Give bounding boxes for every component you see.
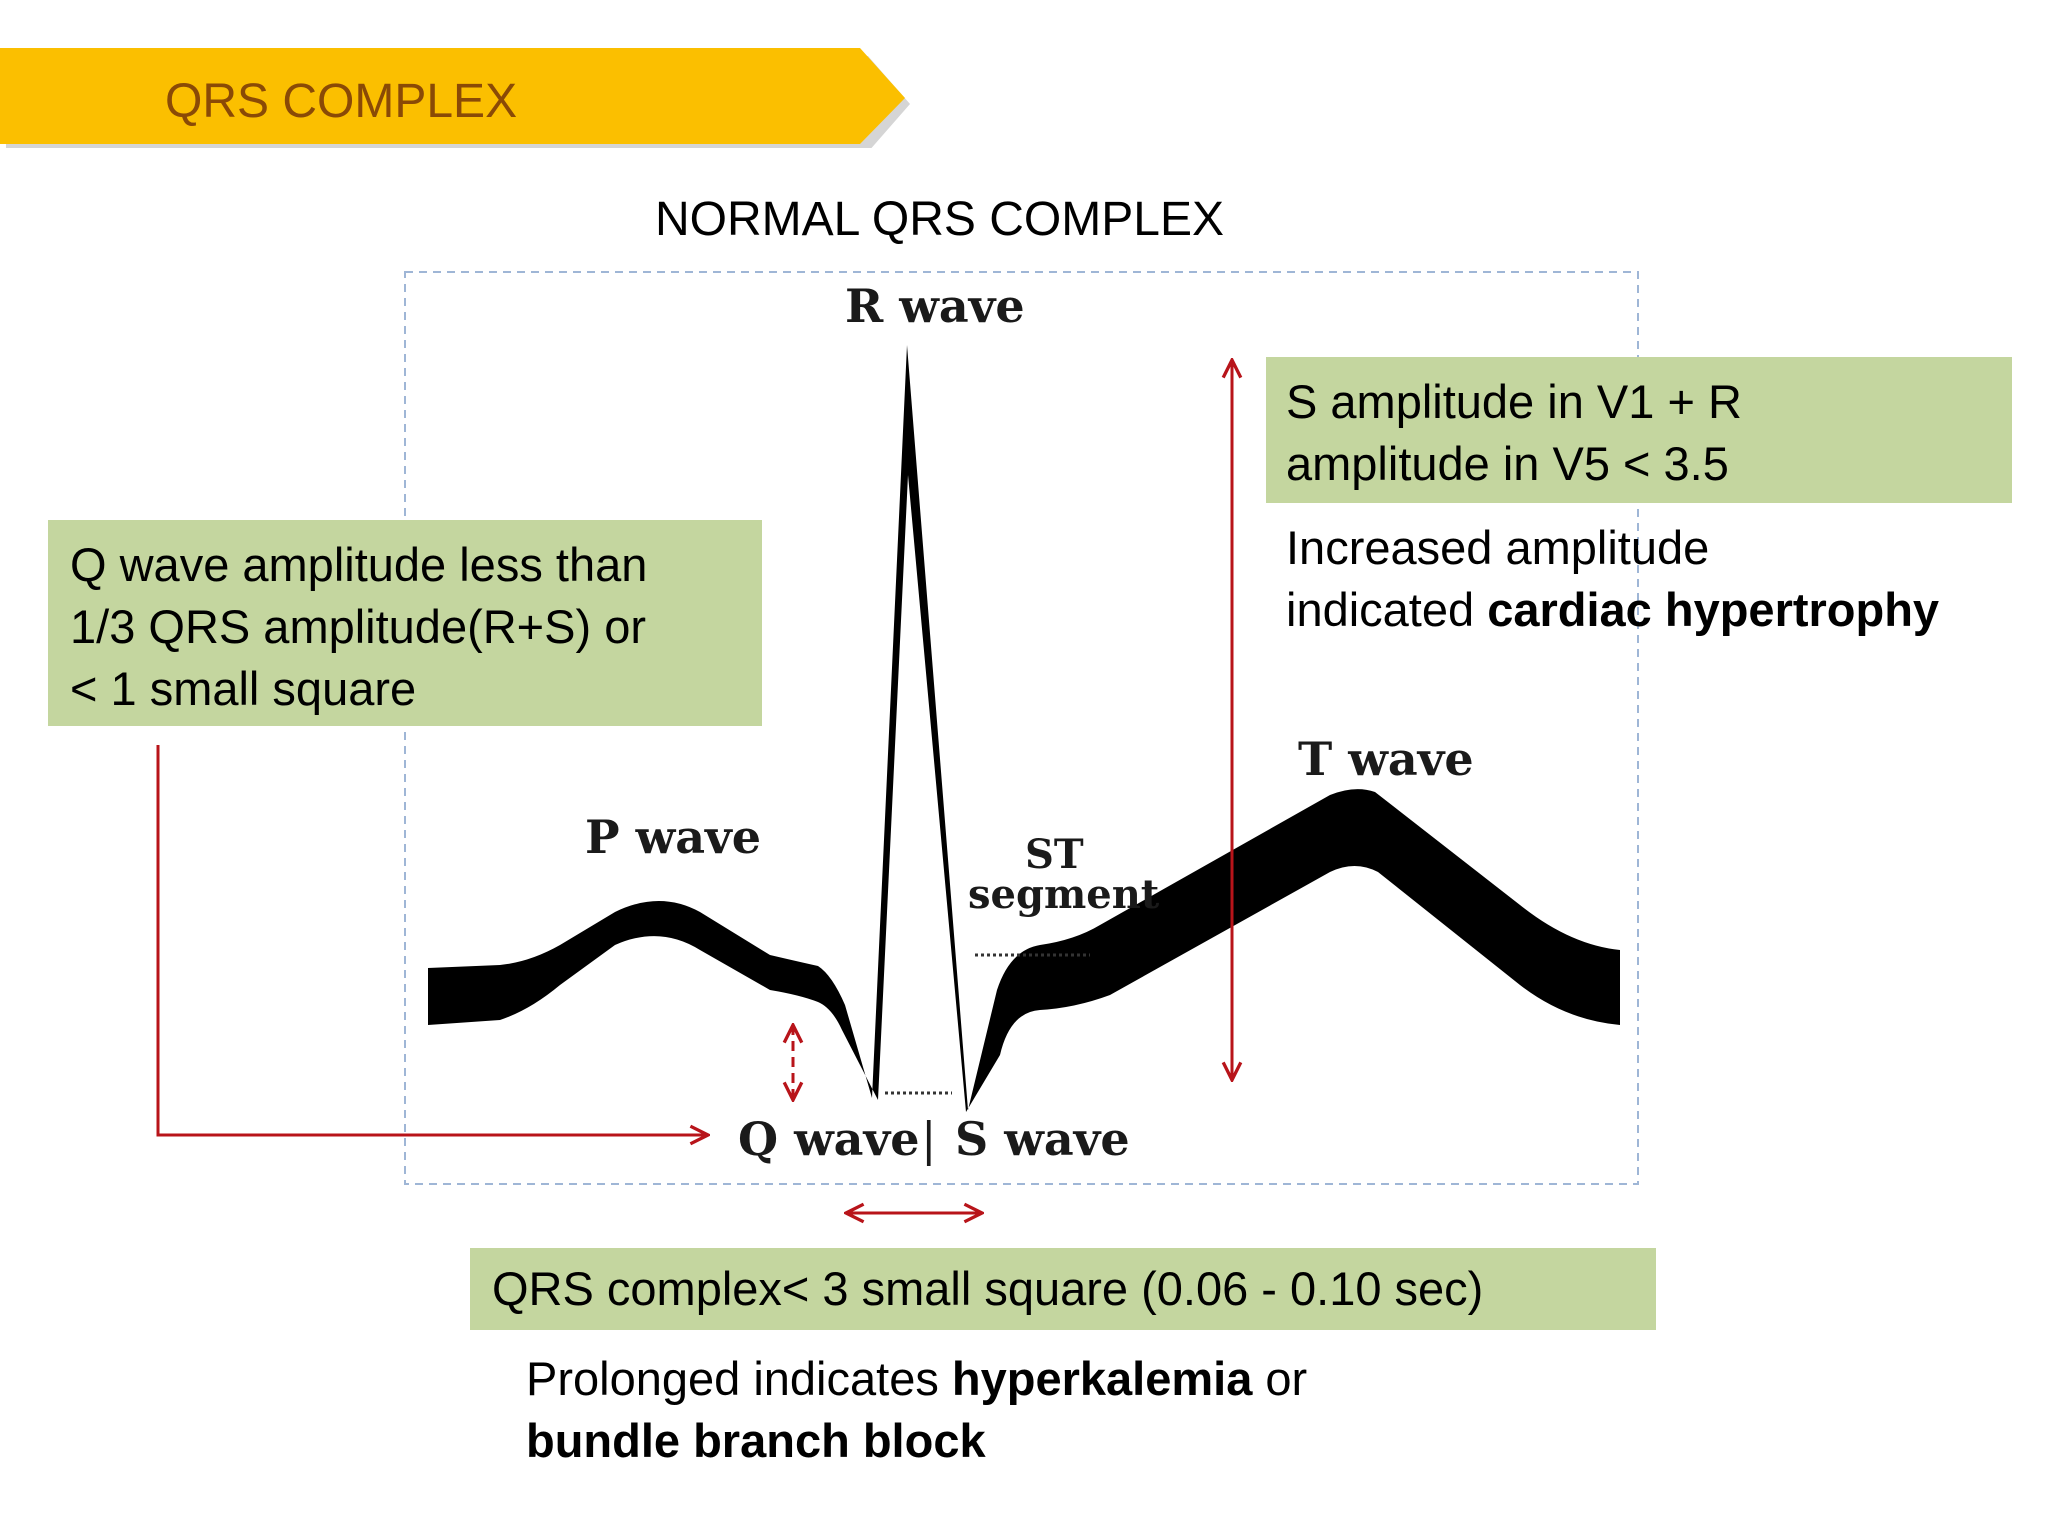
diagram-title: NORMAL QRS COMPLEX	[655, 193, 1224, 246]
amplitude-note-line1: Increased amplitude	[1286, 521, 1710, 574]
qs-separator: |	[921, 1112, 937, 1166]
amplitude-note: Increased amplitude indicated cardiac hy…	[1286, 517, 1939, 641]
duration-note-line1: Prolonged indicates hyperkalemia or	[526, 1348, 1307, 1410]
q-wave-label: Q wave	[738, 1112, 919, 1166]
amplitude-callout-line2: amplitude in V5 < 3.5	[1286, 437, 1729, 490]
amplitude-note-bold: cardiac hypertrophy	[1487, 583, 1940, 636]
duration-note: Prolonged indicates hyperkalemia or bund…	[526, 1348, 1307, 1472]
amplitude-note-line2: indicated cardiac hypertrophy	[1286, 579, 1939, 641]
duration-note-prefix: Prolonged indicates	[526, 1352, 952, 1405]
t-wave-label: T wave	[1298, 732, 1474, 786]
duration-callout-text: QRS complex< 3 small square (0.06 - 0.10…	[492, 1262, 1484, 1315]
amplitude-note-prefix: indicated	[1286, 583, 1488, 636]
p-wave-label: P wave	[585, 810, 761, 864]
ecg-waveform	[428, 345, 1620, 1112]
q-wave-callout-line3: < 1 small square	[70, 662, 417, 715]
q-wave-callout-line1: Q wave amplitude less than	[70, 538, 648, 591]
duration-note-line2: bundle branch block	[526, 1410, 1307, 1472]
st-label-line1: ST	[1025, 831, 1084, 878]
q-wave-callout-line2: 1/3 QRS amplitude(R+S) or	[70, 600, 646, 653]
duration-note-mid: or	[1252, 1352, 1308, 1405]
s-wave-label: S wave	[955, 1112, 1130, 1166]
duration-note-bold2: bundle branch block	[526, 1414, 986, 1467]
amplitude-callout: S amplitude in V1 + R amplitude in V5 < …	[1266, 357, 2012, 503]
r-wave-label: R wave	[845, 279, 1025, 333]
duration-callout: QRS complex< 3 small square (0.06 - 0.10…	[470, 1248, 1656, 1330]
section-banner	[0, 48, 910, 148]
st-label-line2: segment	[968, 871, 1160, 918]
section-banner-label: QRS COMPLEX	[165, 75, 518, 128]
q-wave-callout: Q wave amplitude less than 1/3 QRS ampli…	[48, 520, 762, 726]
duration-note-bold1: hyperkalemia	[951, 1352, 1253, 1405]
amplitude-callout-line1: S amplitude in V1 + R	[1286, 375, 1742, 428]
q-callout-connector	[156, 745, 708, 1135]
diagram-frame	[404, 271, 1639, 1185]
